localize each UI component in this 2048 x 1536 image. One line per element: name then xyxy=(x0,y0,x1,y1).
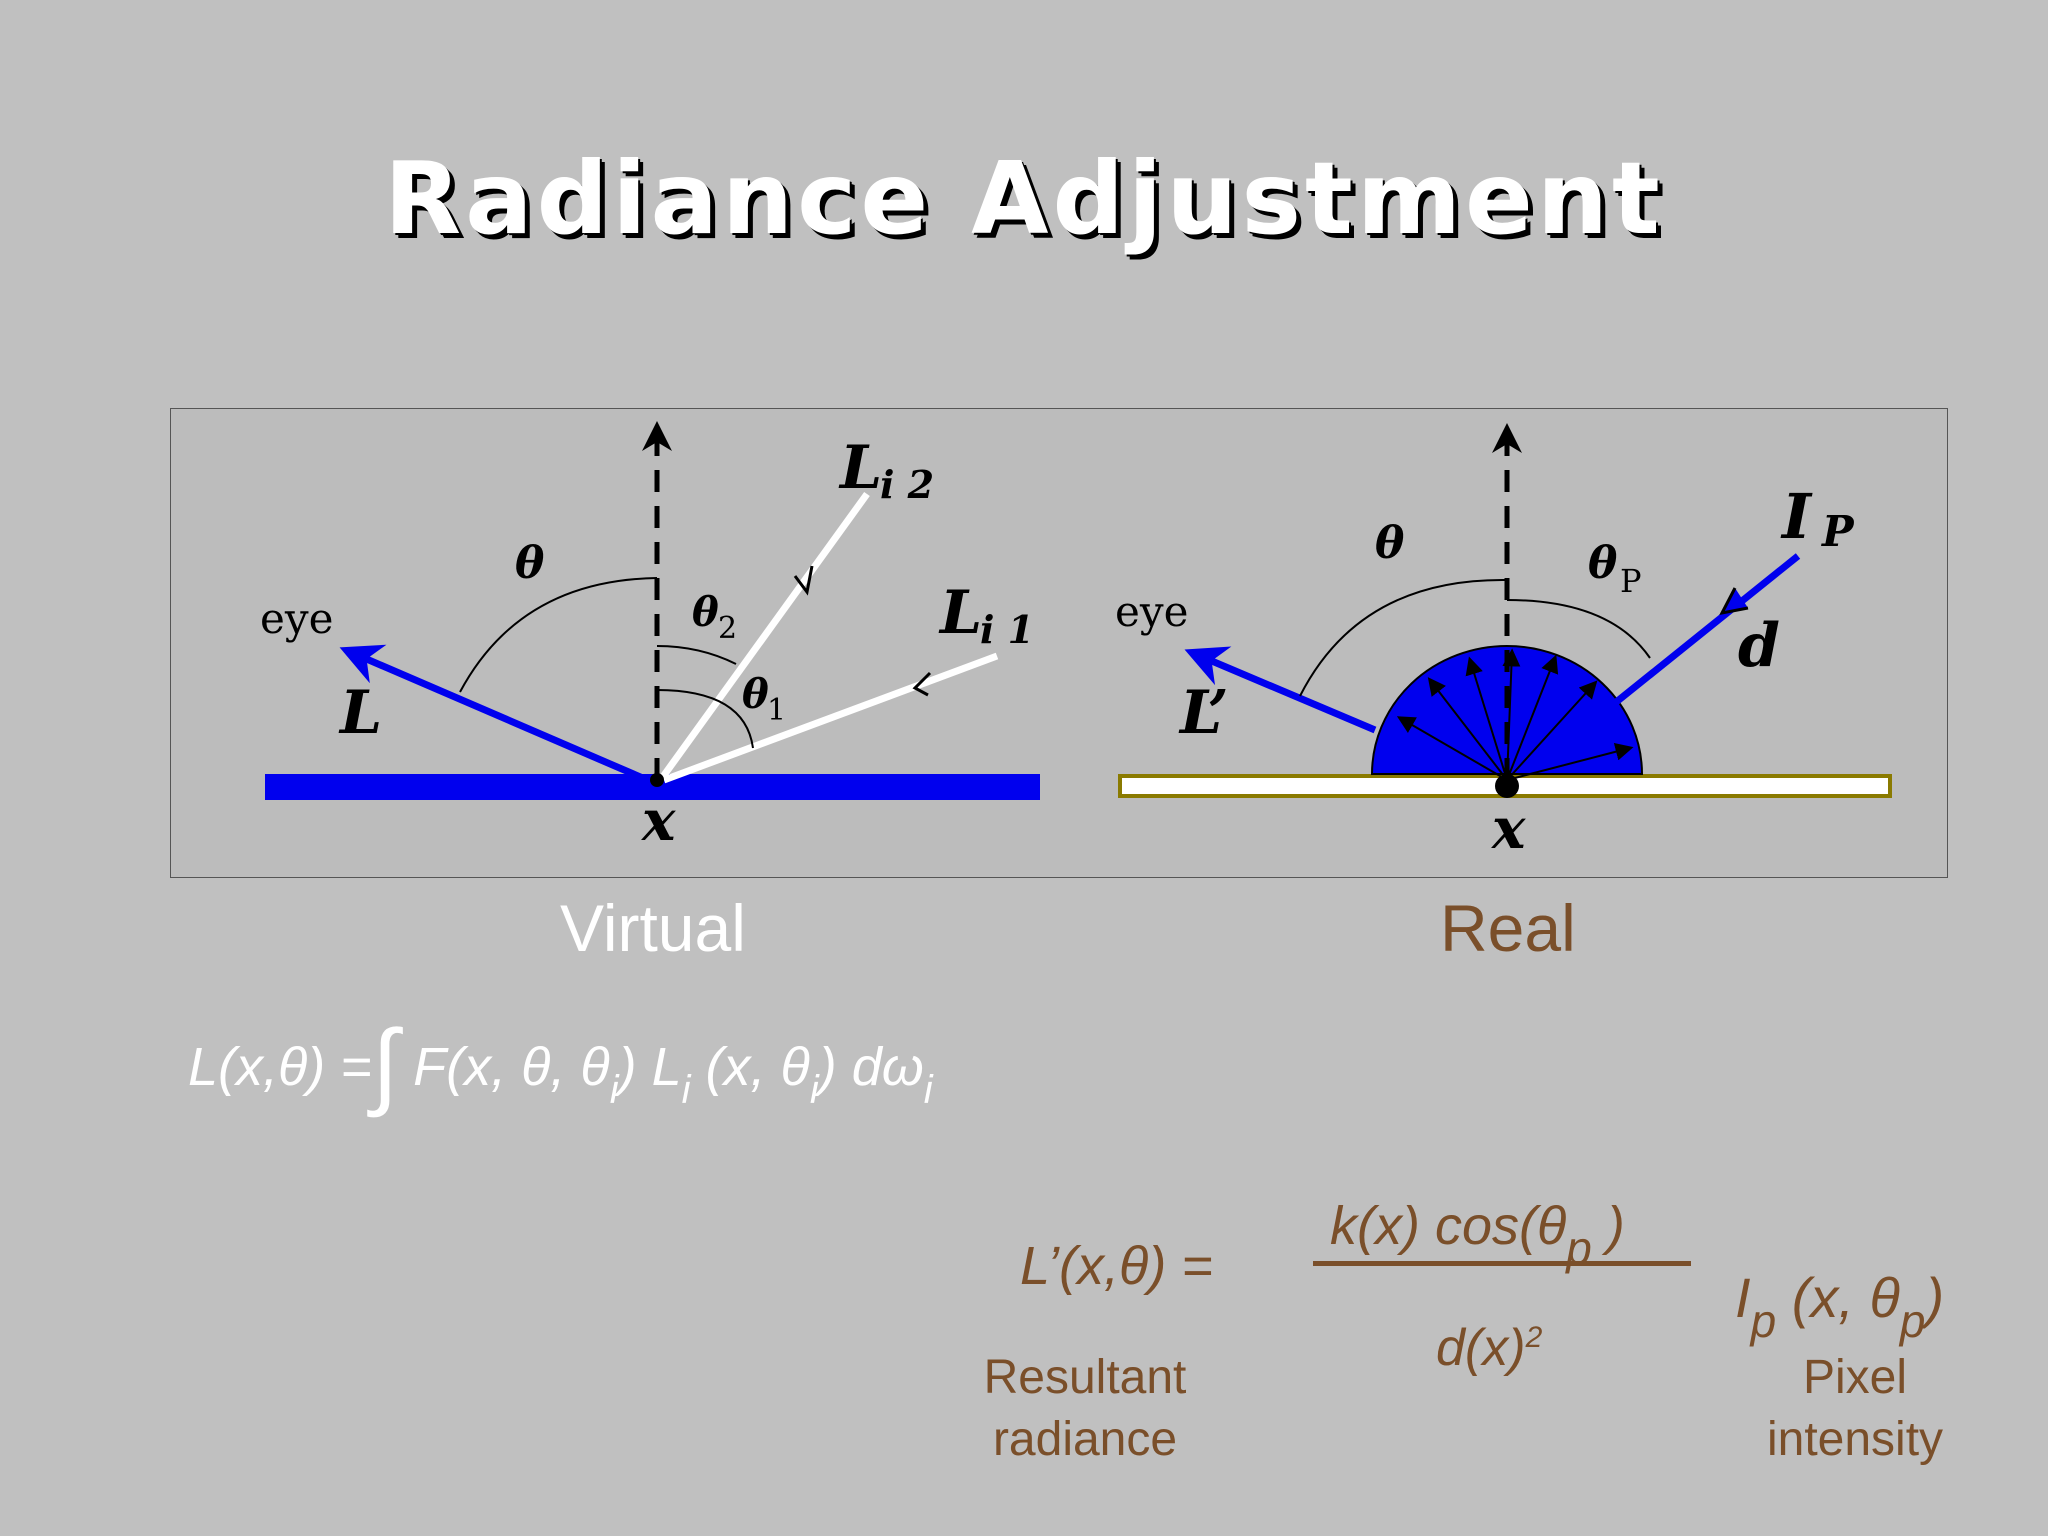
numerator-text: k(x) cos(θ xyxy=(1330,1196,1567,1256)
virtual-li1-label: L xyxy=(938,578,982,648)
real-thetap-arc xyxy=(1506,599,1651,659)
ip-args-sub: p xyxy=(1899,1295,1926,1347)
virtual-eq-lhs: L(x,θ) = xyxy=(188,1037,372,1097)
ip-close: ) xyxy=(1925,1266,1945,1329)
virtual-eq-l-close: ) dω xyxy=(818,1037,924,1097)
real-equation-lhs: L’(x,θ) = xyxy=(1020,1236,1213,1296)
real-outgoing-arrow xyxy=(1184,646,1377,734)
real-ip-ray xyxy=(1612,553,1801,706)
virtual-theta-label: θ xyxy=(515,538,545,589)
numerator-close: ) xyxy=(1591,1196,1625,1256)
virtual-theta2-sub: 2 xyxy=(718,611,737,646)
real-theta-label: θ xyxy=(1375,518,1405,569)
figure-panel xyxy=(170,408,1948,878)
virtual-equation: L(x,θ) =∫ F(x, θ, θi) Li (x, θi) dωi xyxy=(188,1010,933,1120)
virtual-theta1-sub: 1 xyxy=(767,693,786,728)
virtual-eq-l-args: (x, θ xyxy=(690,1037,810,1097)
virtual-li2-ray xyxy=(659,491,870,781)
real-ip-arrowhead xyxy=(1719,587,1749,616)
virtual-caption: Virtual xyxy=(560,891,746,965)
real-d-label: d xyxy=(1738,611,1780,681)
real-fan-arrows xyxy=(1396,648,1634,781)
real-eye-label: eye xyxy=(1115,587,1188,636)
virtual-eq-f-term: F(x, θ, θ xyxy=(398,1037,610,1097)
real-caption: Real xyxy=(1440,891,1576,965)
real-equation-numerator: k(x) cos(θp ) xyxy=(1330,1195,1625,1271)
virtual-eq-l-sub: i xyxy=(681,1068,691,1112)
real-x-label: x xyxy=(1491,796,1526,862)
pixel-intensity-term: Ip (x, θp) xyxy=(1735,1265,1945,1344)
virtual-eq-f-sub: i xyxy=(609,1068,619,1112)
real-diagram: eye L’ θ θ P I P d x xyxy=(1115,423,1892,862)
virtual-theta1-label: θ xyxy=(742,671,769,718)
virtual-li1-ray xyxy=(662,652,999,784)
virtual-li2-arrowhead xyxy=(793,565,814,596)
real-thetap-label: θ xyxy=(1588,538,1618,589)
virtual-x-label: x xyxy=(641,788,676,854)
virtual-eye-label: eye xyxy=(260,594,333,643)
real-equation-denominator: d(x)2 xyxy=(1436,1318,1542,1378)
real-ip-sub: P xyxy=(1821,507,1855,556)
ip-args: (x, θ xyxy=(1776,1266,1900,1329)
virtual-li1-sub: i 1 xyxy=(980,607,1034,652)
virtual-theta2-label: θ xyxy=(692,589,719,636)
resultant-radiance-caption: Resultant radiance xyxy=(983,1351,1187,1466)
virtual-theta-arc xyxy=(459,577,658,693)
real-point xyxy=(1495,774,1519,798)
virtual-theta1-arc xyxy=(656,689,754,749)
virtual-point xyxy=(650,773,664,787)
fraction-bar xyxy=(1313,1261,1691,1266)
integral-sign: ∫ xyxy=(371,1011,399,1118)
virtual-diagram: eye L θ θ 2 θ 1 L i 2 L i 1 x xyxy=(260,421,1040,854)
virtual-li2-sub: i 2 xyxy=(880,462,934,507)
denominator-sup: 2 xyxy=(1525,1321,1543,1354)
pixel-intensity-caption: Pixel intensity xyxy=(1766,1351,1944,1466)
real-ip-label: I xyxy=(1780,480,1813,553)
denominator-text: d(x) xyxy=(1436,1319,1526,1377)
virtual-li2-label: L xyxy=(838,433,882,503)
real-theta-arc xyxy=(1299,578,1508,697)
virtual-eq-f-close: ) L xyxy=(618,1037,682,1097)
ip-text: I xyxy=(1735,1266,1751,1329)
virtual-li1-arrowhead xyxy=(912,671,932,697)
real-lprime-label: L’ xyxy=(1178,678,1229,748)
virtual-outgoing-arrow xyxy=(339,644,654,786)
numerator-sub: p xyxy=(1566,1222,1592,1274)
virtual-eq-domega-sub: i xyxy=(923,1068,933,1112)
virtual-theta2-arc xyxy=(656,645,737,665)
virtual-l-label: L xyxy=(338,678,382,748)
virtual-eq-l-args-sub: i xyxy=(809,1068,819,1112)
slide-title: Radiance Adjustment xyxy=(384,140,1664,257)
ip-sub: p xyxy=(1750,1295,1777,1347)
radiance-figure: eye L θ θ 2 θ 1 L i 2 L i 1 x xyxy=(170,408,1948,878)
figure-svg: eye L θ θ 2 θ 1 L i 2 L i 1 x xyxy=(170,408,1948,878)
real-thetap-sub: P xyxy=(1620,562,1642,600)
